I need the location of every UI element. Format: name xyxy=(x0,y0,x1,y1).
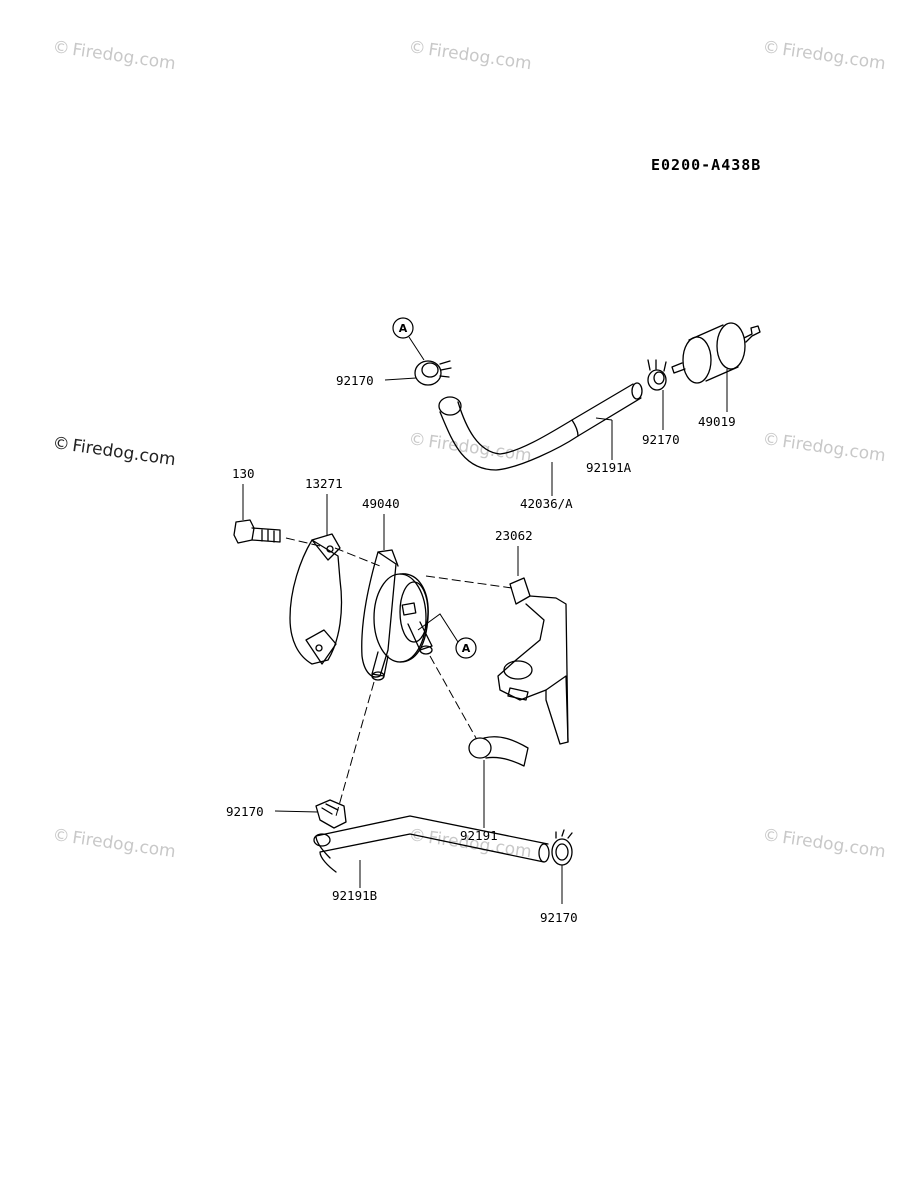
watermark-mark: © xyxy=(761,37,781,59)
hose-clamp xyxy=(647,359,667,391)
ref-mark-a-pump: A xyxy=(455,637,477,659)
mounting-bracket xyxy=(497,577,569,745)
watermark-top-left: © Firedog.com xyxy=(51,37,177,74)
fuel-pump xyxy=(361,549,433,681)
diagram-code: E0200-A438B xyxy=(651,156,761,174)
watermark-mid-right: © Firedog.com xyxy=(761,429,887,466)
watermark-text: Firedog.com xyxy=(71,40,177,74)
clamp-lower-right xyxy=(551,829,573,866)
watermark-mark: © xyxy=(51,37,71,59)
watermark-low-right: © Firedog.com xyxy=(761,825,887,862)
part-label-filter: 49019 xyxy=(698,414,736,429)
watermark-mid-center: © Firedog.com xyxy=(407,429,533,466)
ref-mark-letter: A xyxy=(399,322,408,335)
part-label-hose-assembly: 42036/A xyxy=(520,496,573,511)
watermark-low-left: © Firedog.com xyxy=(51,825,177,862)
watermark-mid-left: © Firedog.com xyxy=(51,433,177,470)
ref-mark-letter: A xyxy=(462,642,471,655)
part-label-clamp: 92170 xyxy=(540,910,578,925)
gasket xyxy=(289,533,343,665)
part-label-hose-a: 92191A xyxy=(586,460,632,475)
fuel-filter xyxy=(671,322,761,384)
watermark-text: Firedog.com xyxy=(71,436,177,470)
fuel-hose xyxy=(468,736,529,767)
watermark-text: Firedog.com xyxy=(781,828,887,862)
watermark-text: Firedog.com xyxy=(781,432,887,466)
part-label-clamp: 92170 xyxy=(336,373,374,388)
watermark-mark: © xyxy=(51,433,71,455)
fuel-hose-assembly xyxy=(438,382,643,471)
watermark-mark: © xyxy=(407,429,427,451)
watermark-text: Firedog.com xyxy=(71,828,177,862)
part-label-pump: 49040 xyxy=(362,496,400,511)
watermark-mark: © xyxy=(761,429,781,451)
fuel-hose-lower xyxy=(313,815,550,873)
part-label-gasket: 13271 xyxy=(305,476,343,491)
watermark-mark: © xyxy=(407,37,427,59)
part-label-bolt: 130 xyxy=(232,466,255,481)
bolt xyxy=(233,519,281,544)
watermark-text: Firedog.com xyxy=(427,40,533,74)
watermark-text: Firedog.com xyxy=(781,40,887,74)
watermark-top-center: © Firedog.com xyxy=(407,37,533,74)
ref-mark-a-top: A xyxy=(392,317,425,361)
part-label-clamp: 92170 xyxy=(226,804,264,819)
watermark-top-right: © Firedog.com xyxy=(761,37,887,74)
watermark-mark: © xyxy=(761,825,781,847)
part-label-bracket: 23062 xyxy=(495,528,533,543)
clamp-lower-left xyxy=(315,799,347,829)
watermark-mark: © xyxy=(51,825,71,847)
part-label-clamp: 92170 xyxy=(642,432,680,447)
part-label-hose-b: 92191B xyxy=(332,888,377,903)
watermark-mark: © xyxy=(407,825,427,847)
hose-clamp xyxy=(414,360,452,386)
